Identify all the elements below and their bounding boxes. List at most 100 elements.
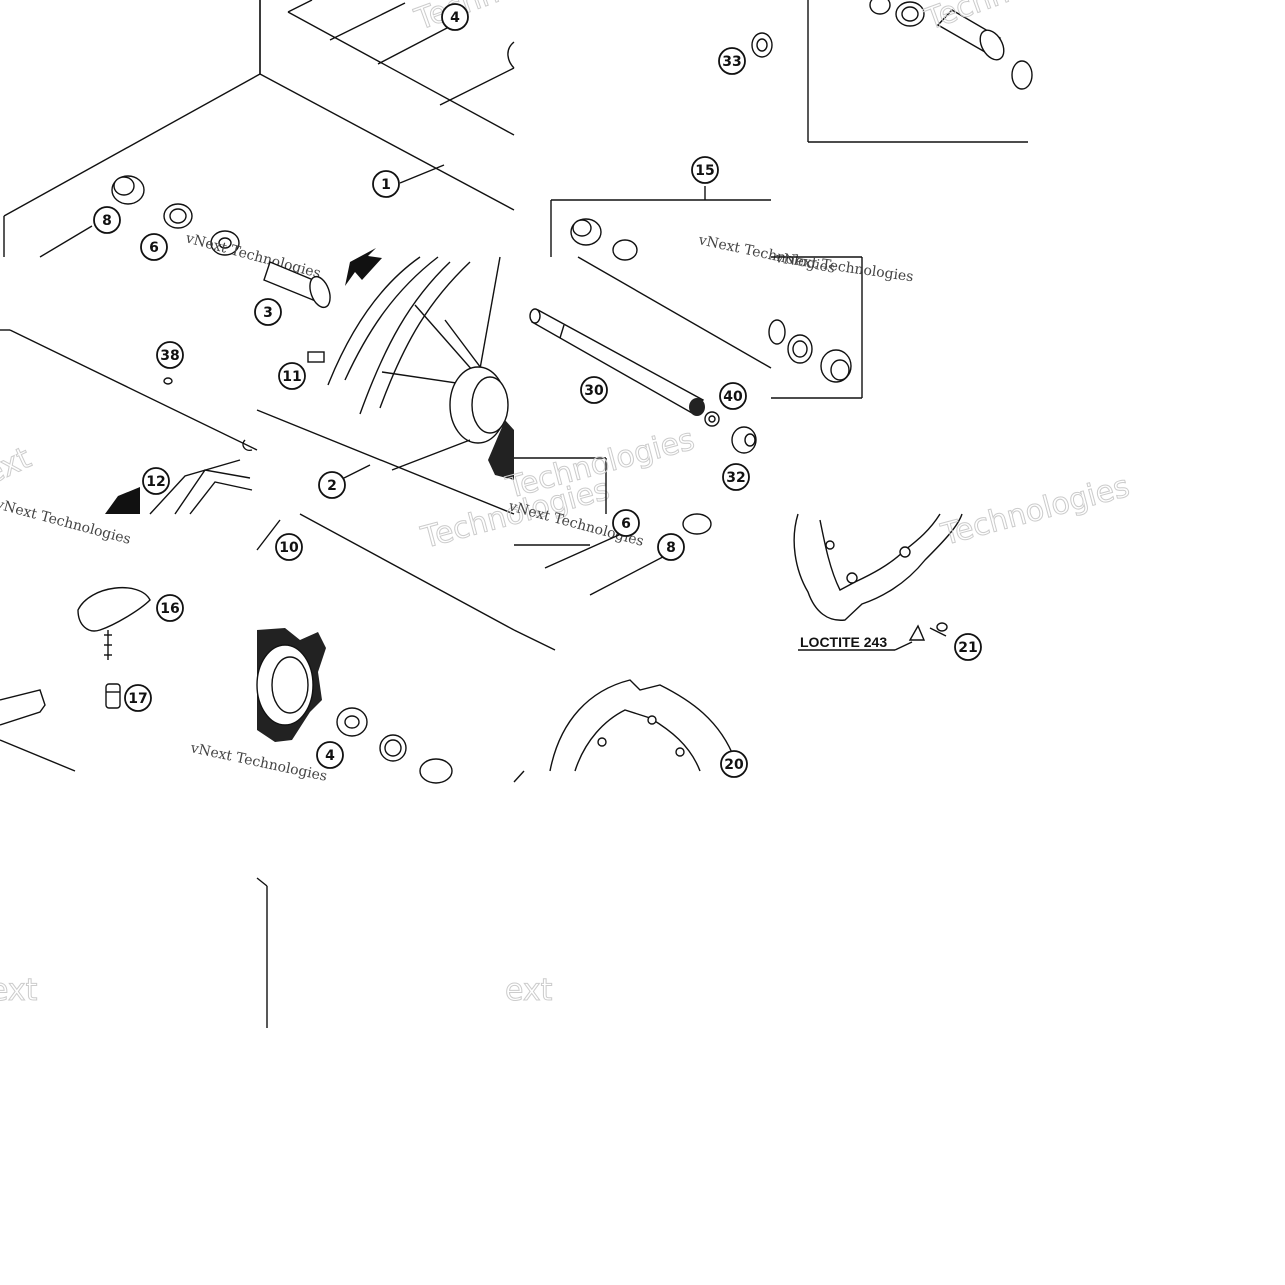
watermark-text: Technologies: [937, 469, 1133, 553]
callout-label: 33: [722, 54, 741, 70]
callout-label: 4: [325, 748, 335, 764]
callout-label: 15: [695, 163, 714, 179]
callout-17: 17: [124, 684, 152, 712]
watermark-text: ext: [505, 973, 553, 1008]
loctite-note: LOCTITE 243: [800, 634, 887, 650]
callout-circle: [372, 170, 400, 198]
callout-circle: [275, 533, 303, 561]
callout-circle: [691, 156, 719, 184]
axle-spacer: [263, 261, 331, 309]
callout-circle: [142, 467, 170, 495]
brake-disc: [793, 513, 963, 621]
callout-16: 16: [156, 594, 184, 622]
callout-4: 4: [441, 3, 469, 31]
callout-circle: [580, 376, 608, 404]
brake-disc: [549, 679, 741, 772]
bushing-part: [111, 175, 145, 205]
watermark-text: ext: [0, 973, 38, 1008]
rim-section: [327, 256, 471, 415]
callout-2: 2: [318, 471, 346, 499]
hub: [449, 366, 514, 480]
callout-circle: [722, 463, 750, 491]
tile-r3c4: LOCTITE 243 Technologies: [793, 469, 1134, 651]
axle-nut: [731, 426, 757, 454]
callout-label: 30: [584, 383, 604, 399]
callout-circle: [93, 206, 121, 234]
callout-label: 6: [621, 516, 631, 532]
callout-40: 40: [719, 382, 747, 410]
callout-circle: [719, 382, 747, 410]
tile-r2c4: vNext Technologies: [768, 250, 914, 399]
callout-label: 1: [381, 177, 391, 193]
rim-lock: [77, 587, 151, 660]
callout-label: 6: [149, 240, 159, 256]
callout-21: 21: [954, 633, 982, 661]
watermark-text: vNext Technologies: [188, 740, 328, 785]
callout-circle: [156, 594, 184, 622]
callout-38: 38: [156, 341, 184, 369]
callout-6: 6: [612, 509, 640, 537]
bushing-part: [820, 349, 852, 383]
screw-part: [908, 622, 948, 641]
callout-label: 17: [128, 691, 147, 707]
tile-r1c3: vNext Technologies: [550, 32, 837, 277]
callout-15: 15: [691, 156, 719, 184]
watermark-text: vNext Technologies: [183, 230, 322, 282]
callout-32: 32: [722, 463, 750, 491]
callout-3: 3: [254, 298, 282, 326]
callout-circle: [316, 741, 344, 769]
bearing-part: [336, 707, 368, 737]
callout-label: 21: [958, 640, 977, 656]
callout-30: 30: [580, 376, 608, 404]
callout-6: 6: [140, 233, 168, 261]
tile-r4c1: ext: [0, 877, 268, 1028]
tile-r3c2: [256, 513, 556, 784]
callout-circle: [124, 684, 152, 712]
callout-label: 3: [263, 305, 273, 321]
callout-circle: [318, 471, 346, 499]
callout-label: 8: [102, 213, 112, 229]
callout-circle: [278, 362, 306, 390]
callout-label: 12: [146, 474, 165, 490]
bearing-part: [210, 230, 240, 256]
callout-label: 16: [160, 601, 179, 617]
callout-layer: 1 8 6 4 33 15 3 11 38 12 2 30 40 32 6 8 10 16 17 21 4 20: [93, 3, 982, 778]
callout-4: 4: [316, 741, 344, 769]
callout-circle: [254, 298, 282, 326]
hub-assembly: [256, 628, 326, 742]
callout-12: 12: [142, 467, 170, 495]
callout-8: 8: [93, 206, 121, 234]
tile-r1c4: Technologies: [807, 0, 1114, 143]
callout-circle: [156, 341, 184, 369]
callout-label: 11: [282, 369, 301, 385]
callout-8: 8: [657, 533, 685, 561]
spacer-ring: [163, 203, 193, 229]
callout-circle: [441, 3, 469, 31]
callout-label: 10: [279, 540, 299, 556]
callout-label: 32: [726, 470, 745, 486]
tile-r2c1: vNext Technologies ext: [0, 329, 258, 548]
watermark-text: Technologies: [920, 0, 1114, 38]
callout-label: 2: [327, 478, 337, 494]
callout-10: 10: [275, 533, 303, 561]
tile-r1c2: Technologies: [259, 0, 604, 211]
callout-label: 38: [160, 348, 179, 364]
callout-1: 1: [372, 170, 400, 198]
tile-r2c2: Technologies: [256, 248, 614, 556]
callout-label: 20: [724, 757, 744, 773]
callout-label: 40: [723, 389, 743, 405]
rim-lock-nut: [105, 683, 121, 709]
tile-r4c2: ext: [505, 973, 554, 1009]
callout-33: 33: [718, 47, 746, 75]
watermark-text: ext: [0, 440, 37, 492]
callout-circle: [954, 633, 982, 661]
callout-circle: [720, 750, 748, 778]
bushing-part: [570, 218, 602, 246]
watermark-text: vNext Technologies: [773, 250, 914, 285]
callout-label: 4: [450, 10, 460, 26]
spacer-tube: [936, 9, 1005, 61]
callout-11: 11: [278, 362, 306, 390]
axle-shaft: [529, 308, 705, 416]
callout-circle: [140, 233, 168, 261]
